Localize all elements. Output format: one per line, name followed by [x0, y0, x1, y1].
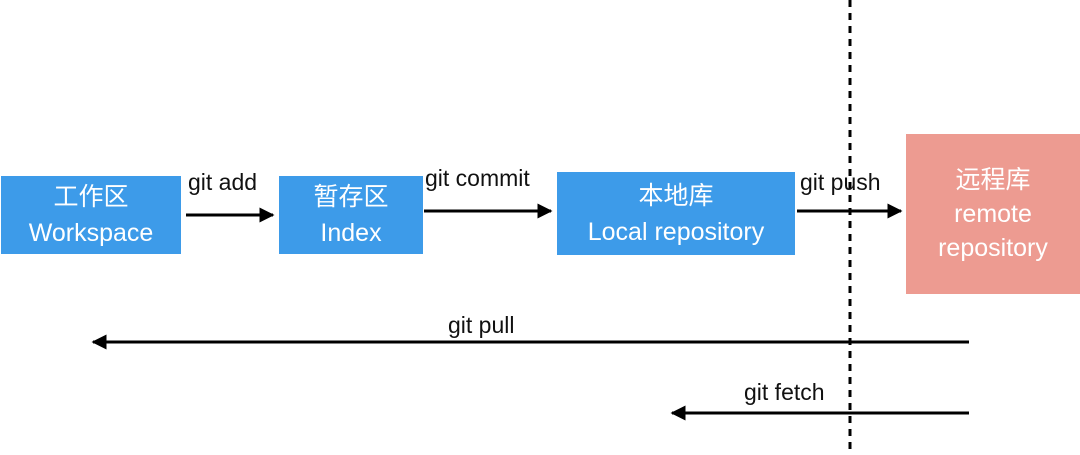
index-label-en: Index [320, 219, 382, 247]
remote-repository-label-en-1: remote [954, 200, 1032, 228]
local-repository-label-zh: 本地库 [638, 181, 714, 210]
local-repository-label-en: Local repository [587, 217, 765, 246]
git-commit-label: git commit [425, 165, 530, 191]
index-label-zh: 暂存区 [313, 183, 389, 211]
remote-repository-label-en-2: repository [938, 234, 1048, 262]
workspace-box: 工作区 Workspace [1, 176, 181, 254]
remote-repository-label-zh: 远程库 [955, 166, 1031, 194]
workspace-label-zh: 工作区 [53, 183, 129, 211]
workspace-label-en: Workspace [28, 219, 154, 247]
git-pull-label: git pull [448, 312, 515, 338]
local-repository-box: 本地库 Local repository [557, 172, 795, 255]
index-box: 暂存区 Index [279, 176, 423, 254]
git-push-label: git push [800, 169, 881, 195]
git-fetch-label: git fetch [744, 379, 825, 405]
git-add-label: git add [188, 169, 258, 195]
remote-repository-box: 远程库 remote repository [906, 134, 1080, 294]
